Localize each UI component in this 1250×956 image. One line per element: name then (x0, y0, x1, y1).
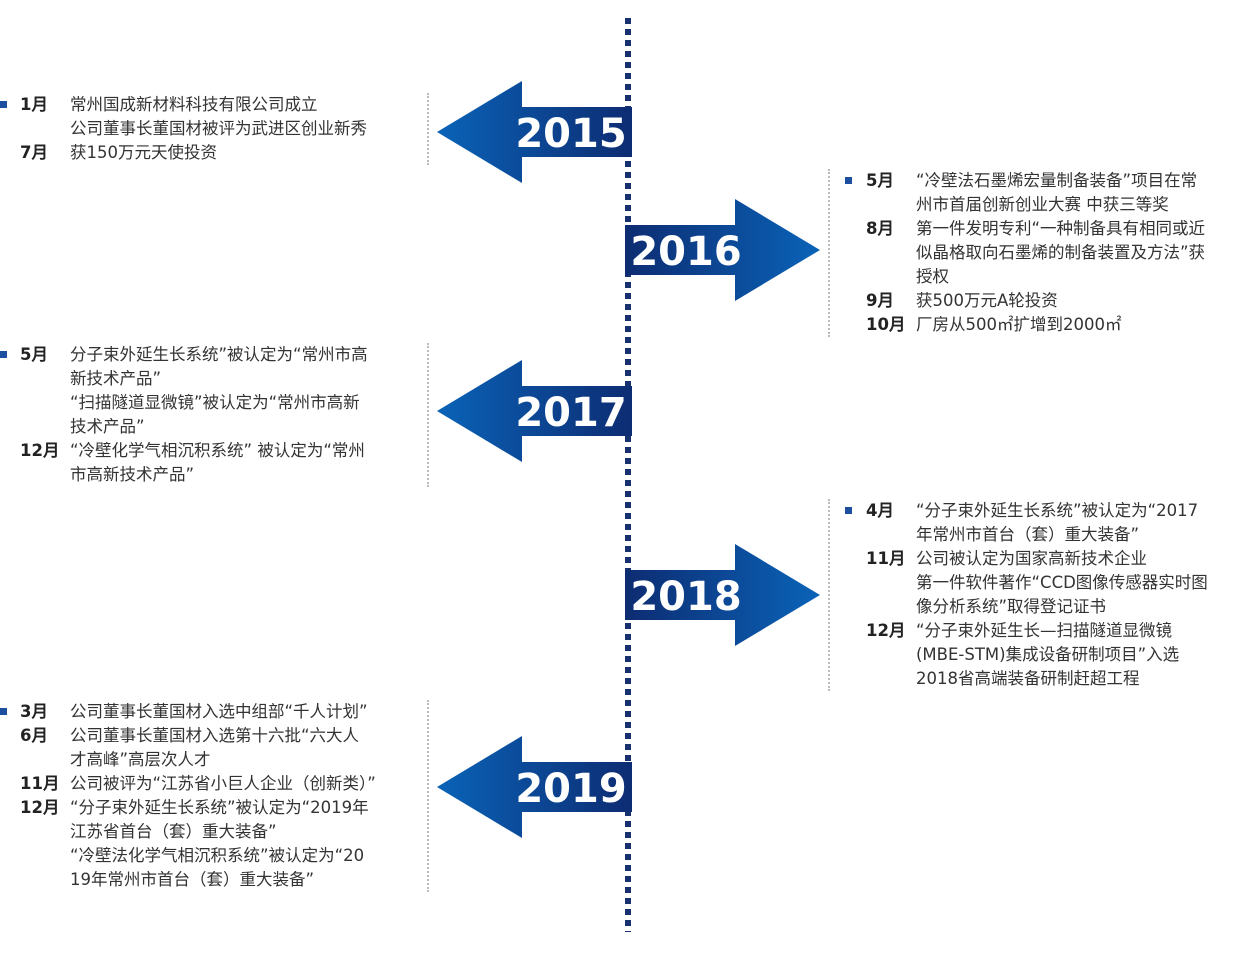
event-month: 3月 (20, 702, 48, 721)
event-text: 第一件发明专利“一种制备具有相同或近 (916, 219, 1206, 238)
timeline-axis (625, 18, 631, 932)
event-text: 公司董事长董国材被评为武进区创业新秀 (70, 119, 367, 138)
year-arrow-2017: 2017 (437, 360, 632, 462)
event-text: 常州国成新材料科技有限公司成立 (70, 95, 318, 114)
event-text: 19年常州市首台（套）重大装备” (70, 870, 315, 889)
event-month: 8月 (866, 219, 894, 238)
event-text: 授权 (916, 267, 949, 286)
event-entry: 9月 获500万元A轮投资 (830, 289, 1250, 313)
event-text: 获150万元天使投资 (70, 143, 217, 162)
event-entry: 11月公司被评为“江苏省小巨人企业（创新类）” (0, 772, 427, 796)
event-text: 像分析系统”取得登记证书 (916, 597, 1107, 616)
year-block-2018: 4月 “分子束外延生长系统”被认定为“2017 年常州市首台（套）重大装备” 11月公… (828, 499, 1250, 691)
event-entry: 4月 “分子束外延生长系统”被认定为“2017 年常州市首台（套）重大装备” (830, 499, 1250, 547)
event-entry: 12月 “分子束外延生长—扫描隧道显微镜 (MBE-STM)集成设备研制项目”入选 2… (830, 619, 1250, 691)
event-month: 4月 (866, 501, 894, 520)
event-month: 9月 (866, 291, 894, 310)
event-text: 分子束外延生长系统”被认定为“常州市高 (70, 345, 368, 364)
year-label: 2018 (630, 574, 741, 620)
event-entry: 11月公司被认定为国家高新技术企业第一件软件著作“CCD图像传感器实时图像分析系… (830, 547, 1250, 619)
event-text: 厂房从500㎡扩增到2000㎡ (916, 315, 1122, 334)
event-text: 州市首届创新创业大赛 中获三等奖 (916, 195, 1169, 214)
year-block-2015: 1月 常州国成新材料科技有限公司成立公司董事长董国材被评为武进区创业新秀 7月 获15… (0, 93, 429, 165)
event-text: 获500万元A轮投资 (916, 291, 1058, 310)
event-entry: 10月厂房从500㎡扩增到2000㎡ (830, 313, 1250, 337)
event-text: 市高新技术产品” (70, 465, 195, 484)
event-month: 12月 (20, 798, 60, 817)
event-text: 技术产品” (70, 417, 145, 436)
event-text: “分子束外延生长—扫描隧道显微镜 (916, 621, 1173, 640)
event-month: 5月 (866, 171, 894, 190)
year-block-2016: 5月 “冷壁法石墨烯宏量制备装备”项目在常州市首届创新创业大赛 中获三等奖 8月 第一… (828, 169, 1250, 337)
event-month: 6月 (20, 726, 48, 745)
event-text: 第一件软件著作“CCD图像传感器实时图 (916, 573, 1208, 592)
event-entry: 5月 “冷壁法石墨烯宏量制备装备”项目在常州市首届创新创业大赛 中获三等奖 (830, 169, 1250, 217)
event-entry: 1月 常州国成新材料科技有限公司成立公司董事长董国材被评为武进区创业新秀 (0, 93, 427, 141)
bullet-icon (845, 507, 852, 514)
event-entry: 12月 “冷壁化学气相沉积系统” 被认定为“常州市高新技术产品” (0, 439, 427, 487)
event-text: 公司董事长董国材入选中组部“千人计划” (70, 702, 368, 721)
event-entry: 12月 “分子束外延生长系统”被认定为“2019年江苏省首台（套）重大装备” “冷壁… (0, 796, 427, 892)
year-block-2019: 3月 公司董事长董国材入选中组部“千人计划” 6月 公司董事长董国材入选第十六批“六大… (0, 700, 429, 892)
event-entry: 7月 获150万元天使投资 (0, 141, 427, 165)
bullet-icon (0, 101, 7, 108)
event-entry: 3月 公司董事长董国材入选中组部“千人计划” (0, 700, 427, 724)
event-month: 12月 (20, 441, 60, 460)
event-text: 公司被评为“江苏省小巨人企业（创新类）” (70, 774, 376, 793)
bullet-icon (0, 351, 7, 358)
event-text: 才高峰”高层次人才 (70, 750, 211, 769)
event-month: 7月 (20, 143, 48, 162)
event-entry: 6月 公司董事长董国材入选第十六批“六大人才高峰”高层次人才 (0, 724, 427, 772)
event-month: 11月 (20, 774, 60, 793)
year-label: 2016 (630, 229, 741, 275)
event-text: “冷壁化学气相沉积系统” 被认定为“常州 (70, 441, 365, 460)
event-text: 公司被认定为国家高新技术企业 (916, 549, 1147, 568)
year-arrow-2019: 2019 (437, 736, 632, 838)
event-month: 12月 (866, 621, 906, 640)
year-block-2017: 5月 分子束外延生长系统”被认定为“常州市高新技术产品” “扫描隧道显微镜”被认定为… (0, 343, 429, 487)
event-entry: 8月 第一件发明专利“一种制备具有相同或近似晶格取向石墨烯的制备装置及方法”获授权 (830, 217, 1250, 289)
event-text: 2018省高端装备研制赶超工程 (916, 669, 1140, 688)
event-text: “分子束外延生长系统”被认定为“2017 (916, 501, 1199, 520)
bullet-icon (845, 177, 852, 184)
year-label: 2015 (515, 111, 626, 157)
year-label: 2017 (515, 390, 626, 436)
event-text: 公司董事长董国材入选第十六批“六大人 (70, 726, 360, 745)
year-arrow-2018: 2018 (625, 544, 820, 646)
event-entry: 5月 分子束外延生长系统”被认定为“常州市高新技术产品” “扫描隧道显微镜”被认定为… (0, 343, 427, 439)
bullet-icon (0, 708, 7, 715)
year-label: 2019 (515, 766, 626, 812)
event-month: 11月 (866, 549, 906, 568)
event-text: “扫描隧道显微镜”被认定为“常州市高新 (70, 393, 360, 412)
event-text: 江苏省首台（套）重大装备” (70, 822, 277, 841)
event-text: “冷壁法石墨烯宏量制备装备”项目在常 (916, 171, 1198, 190)
year-arrow-2016: 2016 (625, 199, 820, 301)
event-text: 新技术产品” (70, 369, 162, 388)
event-text: (MBE-STM)集成设备研制项目”入选 (916, 645, 1180, 664)
event-text: 似晶格取向石墨烯的制备装置及方法”获 (916, 243, 1206, 262)
year-arrow-2015: 2015 (437, 81, 632, 183)
event-text: 年常州市首台（套）重大装备” (916, 525, 1140, 544)
event-month: 5月 (20, 345, 48, 364)
event-month: 10月 (866, 315, 906, 334)
event-text: “分子束外延生长系统”被认定为“2019年 (70, 798, 369, 817)
event-text: “冷壁法化学气相沉积系统”被认定为“20 (70, 846, 365, 865)
event-month: 1月 (20, 95, 48, 114)
